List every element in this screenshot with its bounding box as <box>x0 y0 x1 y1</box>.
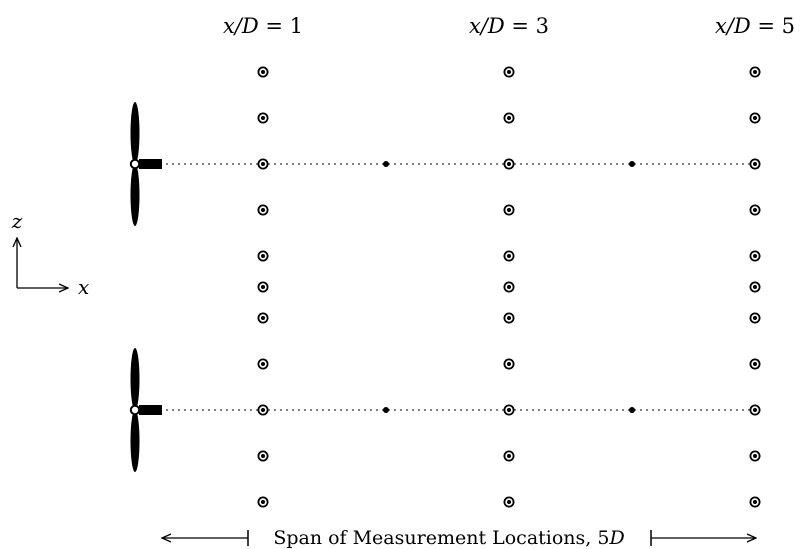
probe-dot <box>261 254 265 258</box>
probe-dot <box>507 454 511 458</box>
probe-dot <box>261 362 265 366</box>
probe-marker <box>503 404 515 416</box>
probe-marker <box>503 496 515 508</box>
probe-dot <box>753 408 757 412</box>
probe-marker <box>257 250 269 262</box>
turbine-blade-top <box>130 348 140 410</box>
probe-marker <box>503 450 515 462</box>
probe-dot <box>753 362 757 366</box>
probe-marker <box>749 450 761 462</box>
z-axis-label: z <box>11 209 23 233</box>
probe-marker <box>503 66 515 78</box>
probe-marker <box>257 358 269 370</box>
coordinate-axes: z x <box>11 209 90 299</box>
probe-marker <box>503 204 515 216</box>
probe-dot <box>507 408 511 412</box>
measurement-probes <box>257 66 761 508</box>
probe-marker <box>749 358 761 370</box>
probe-dot <box>261 408 265 412</box>
turbine-hub <box>129 158 141 170</box>
probe-marker <box>749 158 761 170</box>
span-dimension: Span of Measurement Locations, 5D <box>162 527 756 549</box>
probe-marker <box>257 281 269 293</box>
probe-dot <box>753 208 757 212</box>
probe-dot <box>507 162 511 166</box>
turbine-blade-bottom <box>130 410 140 472</box>
turbine-blade-bottom <box>130 164 140 226</box>
probe-dot <box>261 70 265 74</box>
probe-dot <box>261 116 265 120</box>
centerline-point <box>629 407 635 413</box>
probe-marker <box>257 496 269 508</box>
probe-dot <box>261 316 265 320</box>
probe-marker <box>749 404 761 416</box>
probe-dot <box>753 70 757 74</box>
probe-dot <box>507 70 511 74</box>
probe-marker <box>503 250 515 262</box>
centerline-point <box>383 161 389 167</box>
station-label-2: x/D = 3 <box>469 14 549 38</box>
probe-marker <box>503 112 515 124</box>
turbine-nacelle <box>139 405 162 415</box>
probe-marker <box>749 112 761 124</box>
probe-marker <box>257 66 269 78</box>
probe-marker <box>257 450 269 462</box>
probe-dot <box>753 254 757 258</box>
station-label-3: x/D = 5 <box>715 14 795 38</box>
probe-dot <box>261 208 265 212</box>
wind-turbine-lower <box>129 348 162 472</box>
wind-turbine-upper <box>129 102 162 226</box>
centerline-point <box>629 161 635 167</box>
probe-marker <box>749 312 761 324</box>
probe-marker <box>257 404 269 416</box>
turbine-blade-top <box>130 102 140 164</box>
probe-marker <box>749 496 761 508</box>
station-label-1: x/D = 1 <box>223 14 303 38</box>
probe-dot <box>753 454 757 458</box>
x-axis-label: x <box>78 275 89 299</box>
probe-marker <box>749 66 761 78</box>
probe-marker <box>749 281 761 293</box>
probe-dot <box>753 162 757 166</box>
probe-dot <box>753 116 757 120</box>
probe-dot <box>261 162 265 166</box>
probe-dot <box>261 454 265 458</box>
probe-dot <box>507 362 511 366</box>
probe-dot <box>507 500 511 504</box>
probe-marker <box>749 250 761 262</box>
probe-dot <box>261 285 265 289</box>
probe-dot <box>507 316 511 320</box>
probe-dot <box>753 500 757 504</box>
probe-marker <box>503 281 515 293</box>
probe-dot <box>507 116 511 120</box>
probe-marker <box>749 204 761 216</box>
probe-marker <box>503 158 515 170</box>
probe-marker <box>257 112 269 124</box>
probe-dot <box>507 254 511 258</box>
centerline-point <box>383 407 389 413</box>
probe-dot <box>753 316 757 320</box>
probe-marker <box>257 312 269 324</box>
probe-dot <box>753 285 757 289</box>
turbine-nacelle <box>139 159 162 169</box>
probe-marker <box>257 158 269 170</box>
turbine-hub <box>129 404 141 416</box>
probe-marker <box>503 312 515 324</box>
probe-dot <box>507 208 511 212</box>
span-label: Span of Measurement Locations, 5D <box>273 527 624 549</box>
probe-dot <box>507 285 511 289</box>
probe-marker <box>257 204 269 216</box>
probe-dot <box>261 500 265 504</box>
probe-marker <box>503 358 515 370</box>
